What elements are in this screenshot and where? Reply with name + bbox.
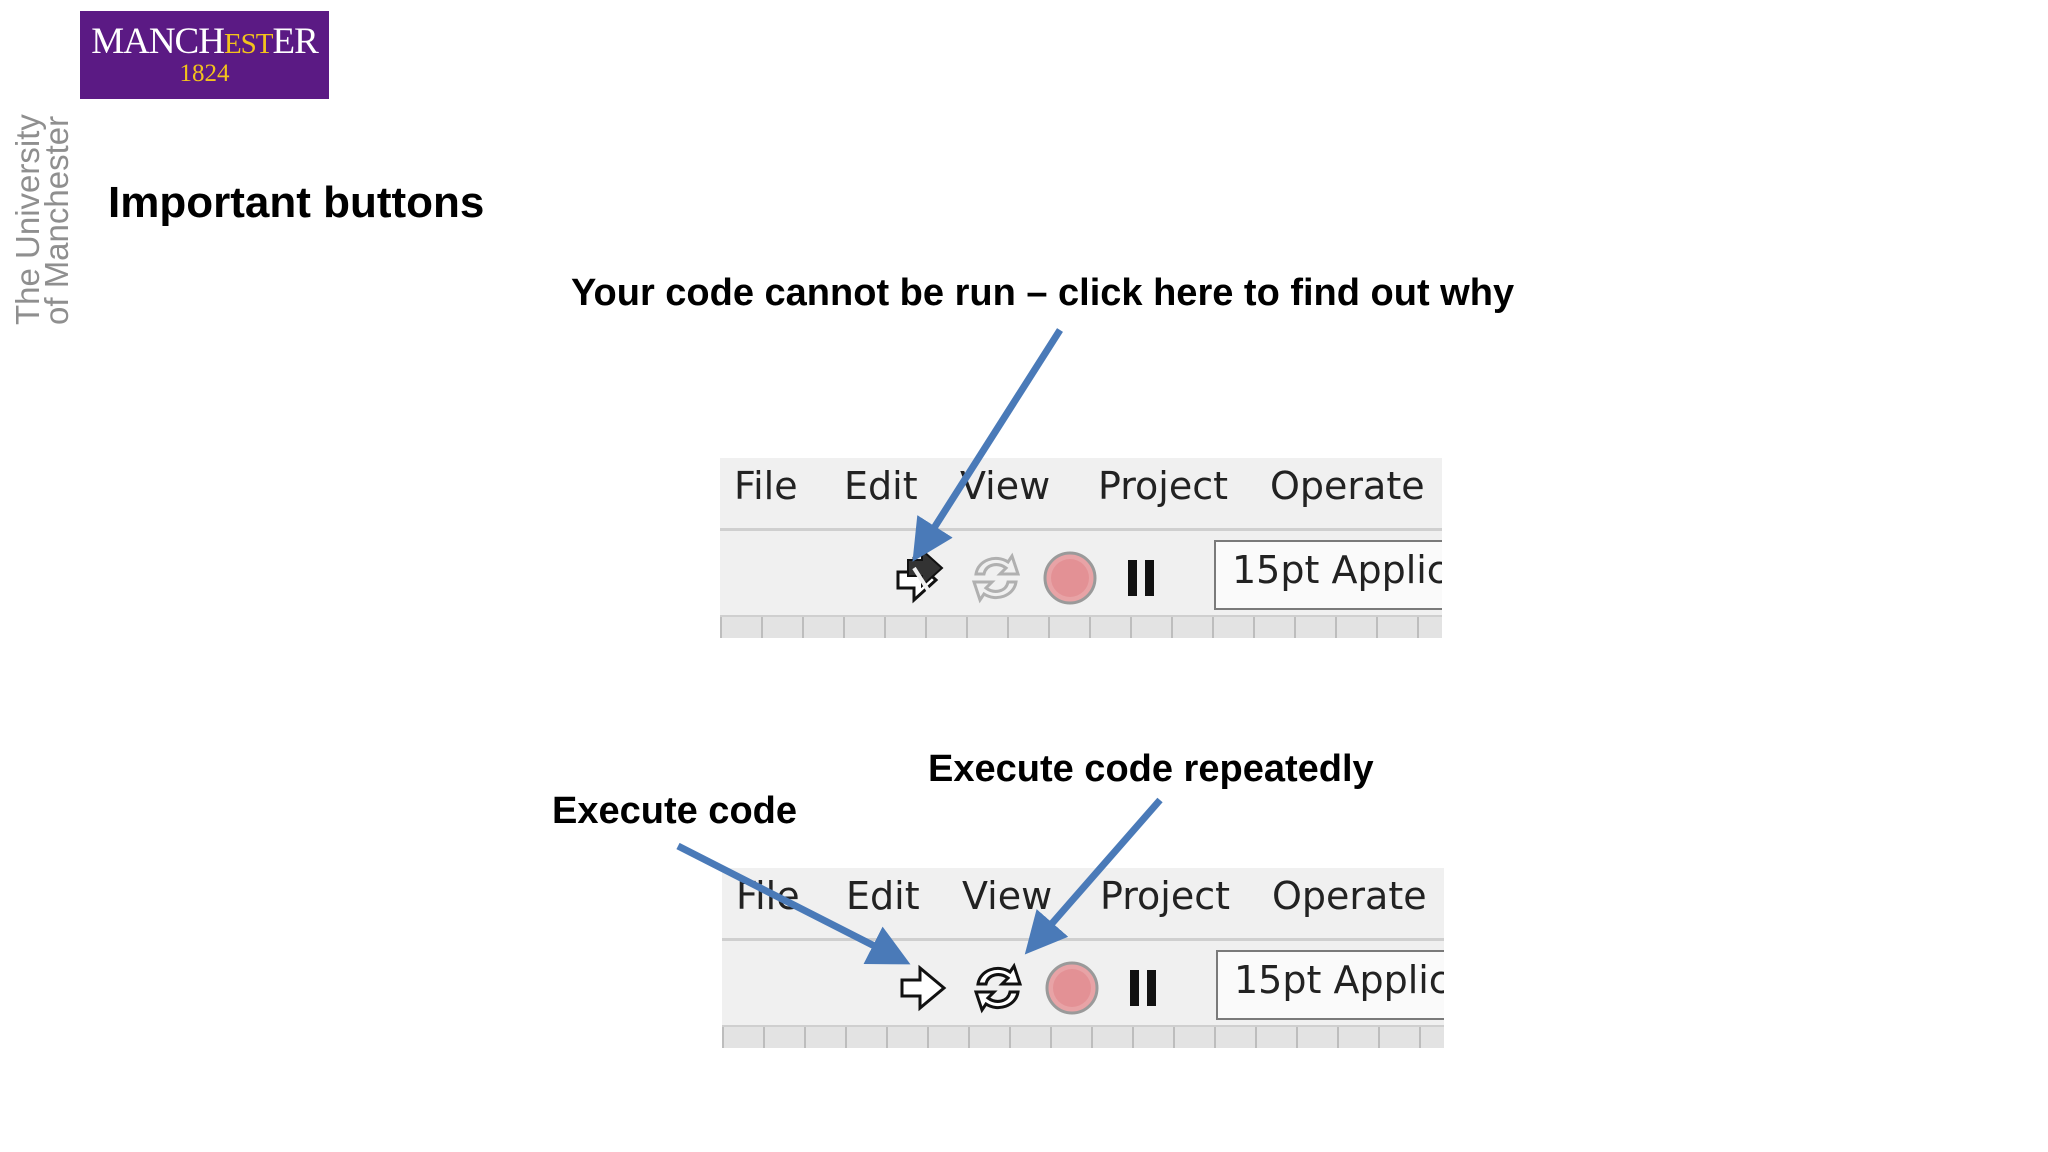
pause-icon [1128,560,1154,596]
university-vertical-text: The University of Manchester [9,114,75,325]
ruler [720,615,1442,638]
toolbar-ready: File Edit View Project Operate 15pt Appl… [722,868,1444,1048]
menu-separator [720,528,1442,531]
manchester-logo: MANCHESTER 1824 [80,11,329,99]
menu-project[interactable]: Project [1100,874,1231,918]
annotation-execute-repeatedly: Execute code repeatedly [928,748,1374,790]
font-selector-value: 15pt Applic [1234,958,1444,1002]
annotation-broken-run: Your code cannot be run – click here to … [571,272,1515,314]
broken-run-arrow-icon [896,547,944,604]
menu-bar: File Edit View Project Operate [722,868,1444,936]
pause-button[interactable] [1112,546,1172,610]
university-line-2: of Manchester [38,115,75,325]
broken-run-button[interactable] [892,546,952,610]
menu-file[interactable]: File [734,464,798,508]
font-selector[interactable]: 15pt Applic [1216,950,1444,1020]
run-button[interactable] [894,956,954,1020]
run-continuously-icon [971,552,1021,604]
logo-wordmark: MANCHESTER [91,21,319,62]
menu-bar: File Edit View Project Operate [720,458,1442,526]
menu-separator [722,938,1444,941]
abort-stop-icon [1045,961,1099,1015]
menu-view[interactable]: View [962,874,1053,918]
pause-button[interactable] [1114,956,1174,1020]
menu-project[interactable]: Project [1098,464,1229,508]
menu-file[interactable]: File [736,874,800,918]
logo-year: 1824 [179,60,230,87]
pause-icon [1130,970,1156,1006]
run-continuously-button[interactable] [966,546,1026,610]
run-continuously-button[interactable] [968,956,1028,1020]
toolbar-broken: File Edit View Project Operate 15pt Appl… [720,458,1442,638]
run-arrow-icon [900,964,947,1012]
run-continuously-icon [973,962,1023,1014]
font-selector[interactable]: 15pt Applic [1214,540,1442,610]
abort-button[interactable] [1040,546,1100,610]
abort-stop-icon [1043,551,1097,605]
ruler [722,1025,1444,1048]
menu-operate[interactable]: Operate [1272,874,1427,918]
menu-view[interactable]: View [960,464,1051,508]
font-selector-value: 15pt Applic [1232,548,1442,592]
menu-edit[interactable]: Edit [844,464,918,508]
annotation-execute: Execute code [552,790,797,832]
menu-operate[interactable]: Operate [1270,464,1425,508]
menu-edit[interactable]: Edit [846,874,920,918]
abort-button[interactable] [1042,956,1102,1020]
slide-title: Important buttons [108,178,485,227]
